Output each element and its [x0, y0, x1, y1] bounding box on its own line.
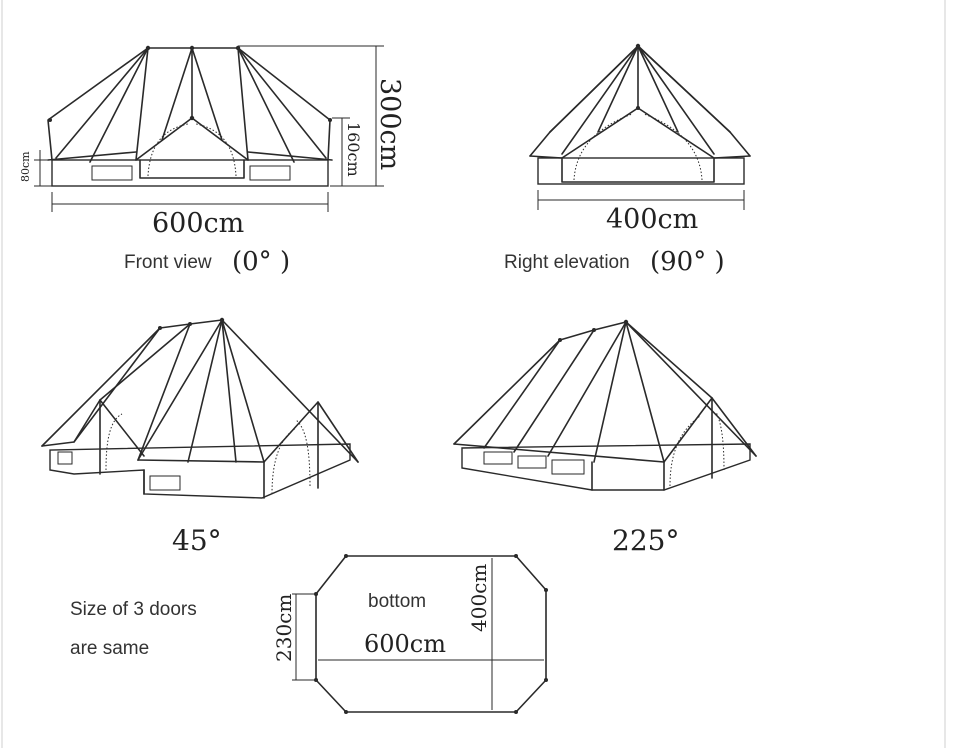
front-view-drawing [47, 45, 333, 187]
front-dimension-lines [34, 45, 384, 212]
view-45-angle: 45° [172, 524, 222, 557]
doors-note-line-1: Size of 3 doors [70, 599, 197, 620]
right-elevation-caption: Right elevation [504, 252, 630, 273]
doors-note-line-2: are same [70, 638, 149, 659]
front-view-caption: Front view [124, 252, 212, 273]
view-225-angle: 225° [612, 524, 679, 557]
front-view-angle: (0° ) [232, 247, 290, 277]
right-width-dimension: 400cm [606, 204, 698, 235]
front-wall-height-dimension: 80cm [19, 151, 32, 182]
right-elevation-angle: (90° ) [650, 247, 725, 277]
bottom-end-dimension: 230cm [272, 594, 296, 662]
front-width-dimension: 600cm [152, 208, 244, 239]
right-elevation-drawing [529, 43, 751, 185]
bottom-view-drawing [292, 554, 548, 714]
bottom-length-dimension: 600cm [364, 630, 446, 658]
front-height-dimension: 300cm [374, 78, 405, 170]
front-door-height-dimension: 160cm [344, 122, 363, 177]
right-dimension-lines [537, 190, 745, 210]
view-45-drawing [41, 317, 359, 499]
view-225-drawing [453, 319, 757, 491]
bottom-width-dimension: 400cm [467, 564, 491, 632]
bottom-view-title: bottom [368, 591, 426, 612]
